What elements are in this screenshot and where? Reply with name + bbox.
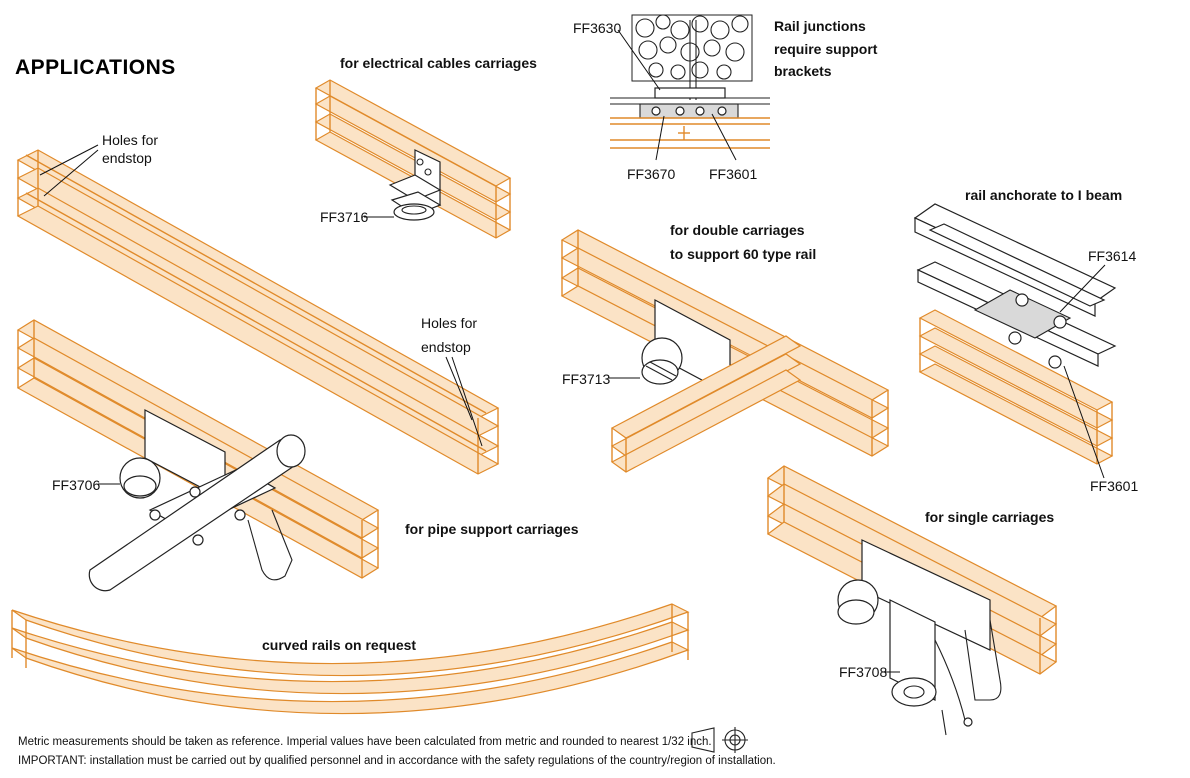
- part-label-ff3706: FF3706: [52, 477, 101, 493]
- part-label-ff3670: FF3670: [627, 166, 676, 182]
- curved-rail-drawing: [11, 603, 690, 715]
- caption-pipe: for pipe support carriages: [405, 521, 579, 537]
- part-label-ff3708: FF3708: [839, 664, 888, 680]
- part-label-ff3601-junction: FF3601: [709, 166, 758, 182]
- caption-curved: curved rails on request: [262, 637, 417, 653]
- part-label-ff3716: FF3716: [320, 209, 369, 225]
- caption-junctions-line3: brackets: [774, 63, 832, 79]
- caption-holes2-line2: endstop: [421, 339, 471, 355]
- part-label-ff3601-beam: FF3601: [1090, 478, 1139, 494]
- caption-holes1-line2: endstop: [102, 150, 152, 166]
- part-label-ff3630: FF3630: [573, 20, 622, 36]
- caption-holes2-line1: Holes for: [421, 315, 478, 331]
- caption-ibeam: rail anchorate to I beam: [965, 187, 1123, 203]
- ibeam-drawing: [913, 203, 1117, 479]
- electrical-rail-drawing: [314, 79, 512, 239]
- single-carriage-drawing: [766, 465, 1058, 736]
- caption-double-line2: to support 60 type rail: [670, 246, 817, 262]
- note-important: IMPORTANT: installation must be carried …: [18, 755, 776, 767]
- caption-junctions-line2: require support: [774, 41, 878, 57]
- projection-symbol-icon: [691, 727, 748, 753]
- part-label-ff3713: FF3713: [562, 371, 611, 387]
- endstop-leaders: [39, 144, 483, 447]
- note-metric: Metric measurements should be taken as r…: [18, 736, 712, 748]
- page-title: APPLICATIONS: [15, 56, 176, 79]
- junction-detail-drawing: [610, 14, 770, 161]
- caption-double-line1: for double carriages: [670, 222, 805, 238]
- long-rail-drawing: [16, 149, 500, 475]
- part-label-ff3614: FF3614: [1088, 248, 1137, 264]
- caption-junctions-line1: Rail junctions: [774, 18, 866, 34]
- caption-electrical: for electrical cables carriages: [340, 55, 537, 71]
- pipe-carriage-drawing: [16, 319, 380, 592]
- caption-holes1-line1: Holes for: [102, 132, 159, 148]
- double-carriage-drawing: [560, 229, 890, 473]
- caption-single: for single carriages: [925, 509, 1055, 525]
